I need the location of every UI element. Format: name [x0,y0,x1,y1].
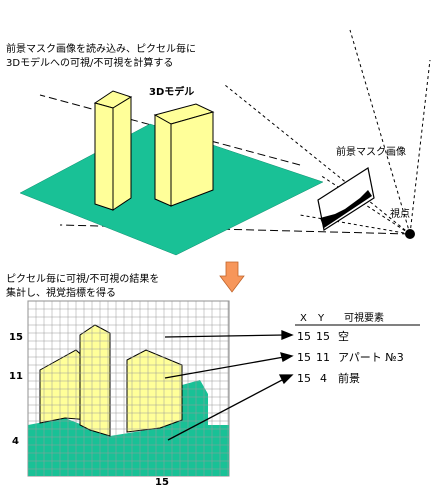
table-row-3-y: 4 [320,372,327,385]
wide-building [153,103,215,207]
model-label: 3Dモデル [149,87,195,98]
table-row-3-x: 15 [297,372,311,385]
viewpoint-dot [405,229,415,239]
table-row-1-element: 空 [338,330,349,343]
pointer-arrows [164,330,294,441]
top-caption-line2: 3Dモデルへの可視/不可視を計算する [6,58,174,69]
mask-image-panel [317,167,375,231]
mask-label: 前景マスク画像 [336,147,406,158]
x-tick-15: 15 [155,477,169,488]
bottom-caption-line1: ピクセル毎に可視/不可視の結果を [6,274,160,285]
table-row-1-y: 15 [316,330,330,343]
table-row-2-element: アパート №3 [338,351,404,364]
grid-ground-region [28,380,229,476]
bottom-caption-line2: 集計し、視覚指標を得る [6,288,116,299]
y-tick-15: 15 [9,332,23,343]
top-caption-line1: 前景マスク画像を読み込み、ピクセル毎に [6,44,196,55]
table-row-2-y: 11 [316,351,330,364]
grid-chart [27,300,230,477]
down-arrow [219,261,245,293]
table-row-3-element: 前景 [338,372,360,385]
y-tick-11: 11 [9,371,23,382]
viewpoint-label: 視点 [390,209,410,220]
table-header-y: Y [318,313,325,324]
y-tick-4: 4 [12,436,19,447]
table-header-x: X [300,313,307,324]
tall-building [93,90,133,211]
table-row-2-x: 15 [297,351,311,364]
table-row-1-x: 15 [297,330,311,343]
table-header-element: 可視要素 [344,313,384,324]
